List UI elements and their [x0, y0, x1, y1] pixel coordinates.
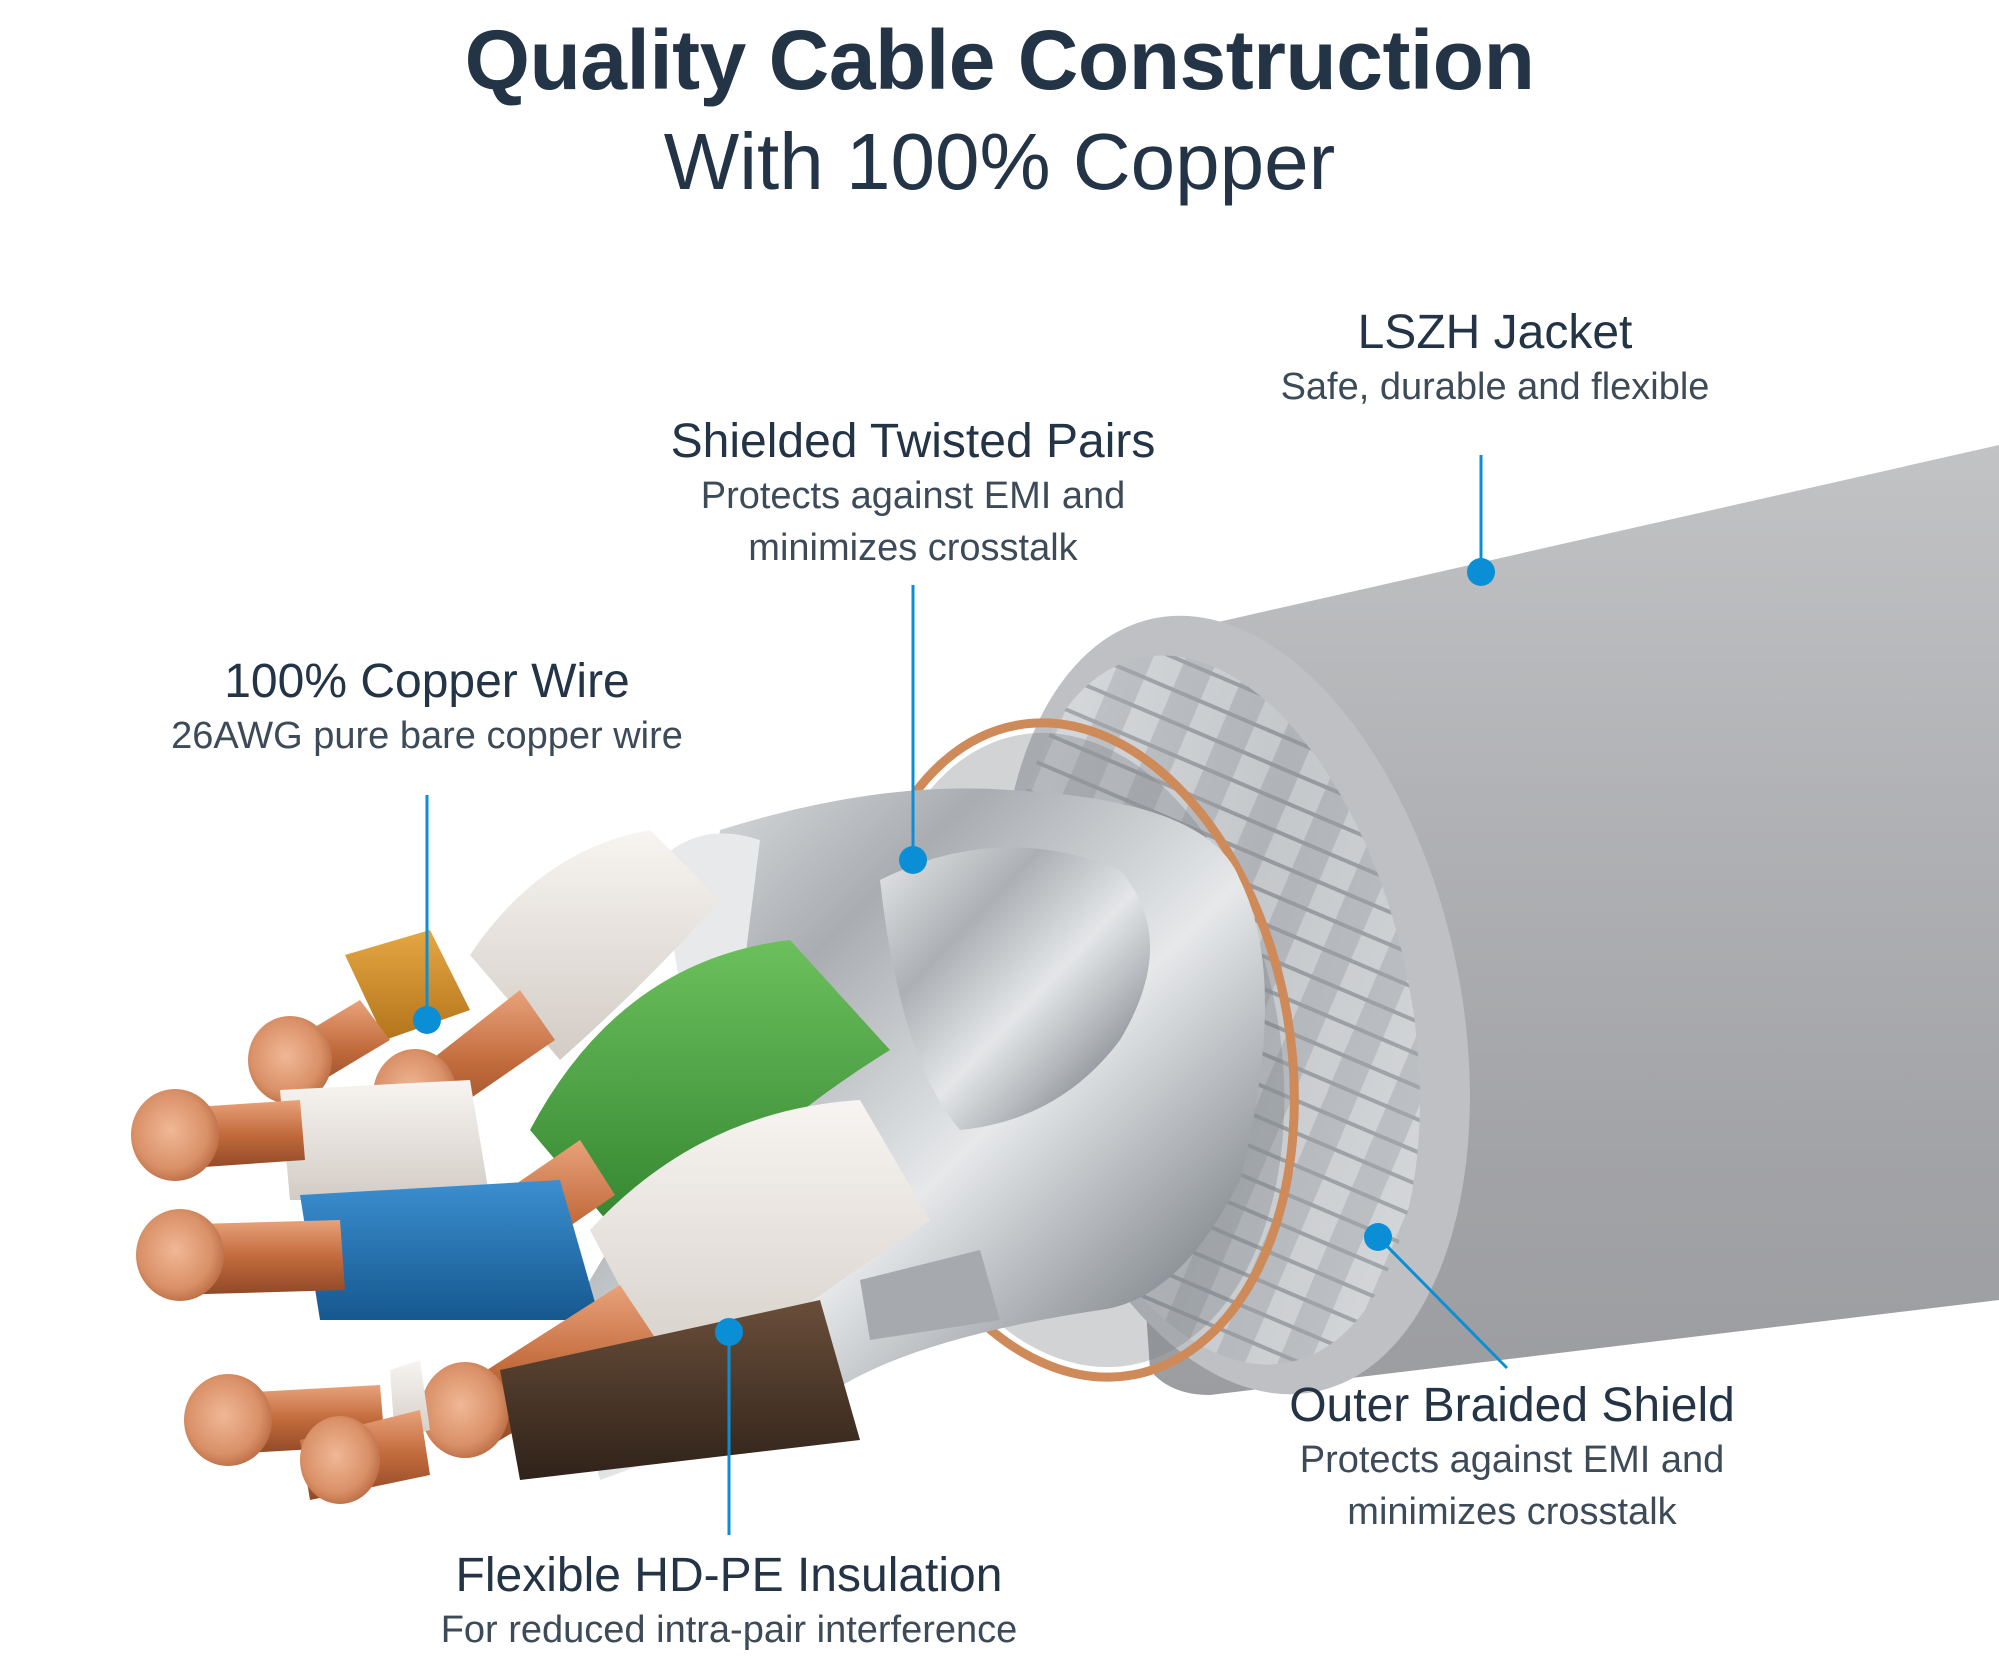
copper-end-3	[131, 1089, 219, 1181]
callout-title: Flexible HD-PE Insulation	[455, 1549, 1003, 1602]
callout-lszh-jacket: LSZH Jacket Safe, durable and flexible	[1195, 305, 1795, 413]
wire-blue	[136, 1180, 600, 1320]
copper-end-1	[248, 1016, 332, 1104]
copper-end-5	[136, 1209, 224, 1301]
callout-title: LSZH Jacket	[1357, 306, 1633, 359]
copper-marker-dot	[413, 1006, 441, 1034]
callout-description: For reduced intra-pair interference	[440, 1609, 1018, 1651]
callout-copper-wire: 100% Copper Wire 26AWG pure bare copper …	[127, 654, 727, 762]
page-subtitle: With 100% Copper	[663, 117, 1336, 206]
callout-description: Safe, durable and flexible	[1280, 366, 1710, 408]
copper-end-6	[421, 1362, 509, 1458]
callout-title: Shielded Twisted Pairs	[670, 415, 1156, 468]
callout-leaders	[413, 455, 1509, 1535]
copper-end-8	[300, 1416, 380, 1504]
callout-hdpe-insulation: Flexible HD-PE Insulation For reduced in…	[429, 1548, 1029, 1656]
wire-brown	[500, 1300, 860, 1480]
wire-white-left	[131, 1080, 490, 1200]
insulation-marker-dot	[715, 1318, 743, 1346]
callout-description: 26AWG pure bare copper wire	[171, 715, 683, 757]
copper-end-7	[184, 1374, 272, 1466]
braid-marker-dot	[1364, 1223, 1392, 1251]
page-title: Quality Cable Construction	[464, 13, 1535, 107]
callout-description-line-1: Protects against EMI and	[1299, 1439, 1725, 1481]
callout-title: 100% Copper Wire	[224, 655, 630, 708]
callout-description-line-1: Protects against EMI and	[700, 475, 1126, 517]
callout-title: Outer Braided Shield	[1289, 1379, 1735, 1432]
jacket-marker-dot	[1467, 558, 1495, 586]
wire-bottom	[184, 1360, 430, 1504]
callout-description-line-2: minimizes crosstalk	[748, 527, 1078, 569]
braid-leader-line	[1376, 1235, 1509, 1370]
pairs-marker-dot	[899, 846, 927, 874]
callout-description-line-2: minimizes crosstalk	[1347, 1491, 1677, 1533]
callout-shielded-twisted-pairs: Shielded Twisted Pairs Protects against …	[613, 414, 1213, 574]
callout-outer-braided-shield: Outer Braided Shield Protects against EM…	[1212, 1378, 1812, 1538]
